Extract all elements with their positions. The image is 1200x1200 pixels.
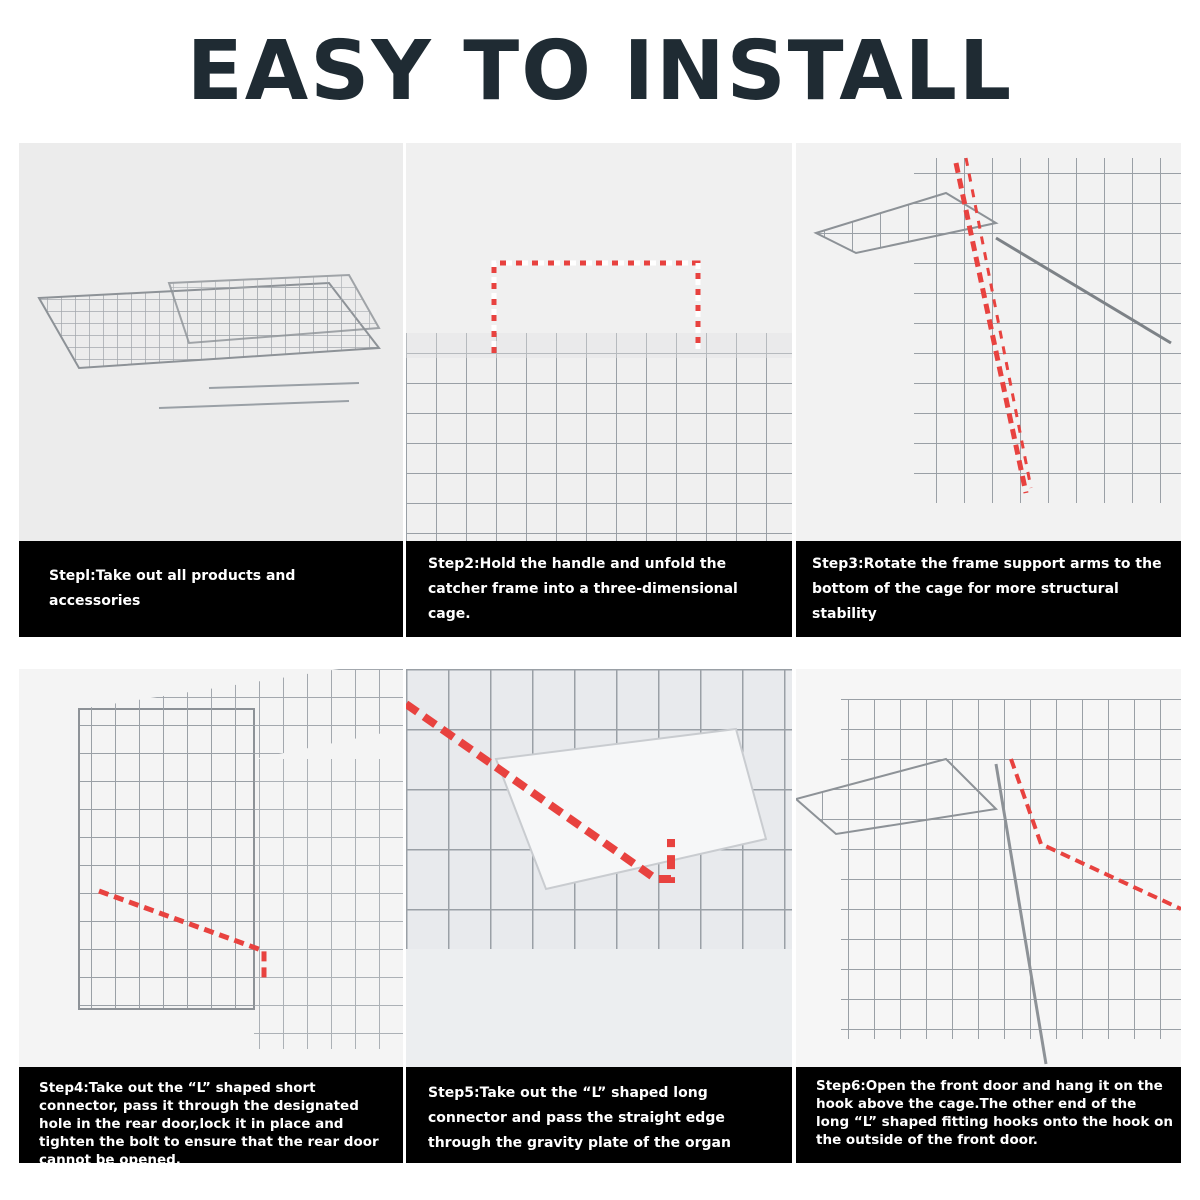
step2-caption: Step2:Hold the handle and unfold the cat… <box>406 541 792 637</box>
front-door-hook-photo <box>796 699 1181 1065</box>
step1-text: Stepl:Take out all products and accessor… <box>49 568 296 609</box>
step3-text: Step3:Rotate the frame support arms to t… <box>812 555 1162 622</box>
support-arm-photo <box>813 157 1181 503</box>
step5-text: Step5:Take out the “L” shaped long conne… <box>428 1085 731 1151</box>
step2-text: Step2:Hold the handle and unfold the cat… <box>428 555 738 622</box>
folded-cage-photo <box>37 273 381 409</box>
step4-photo <box>19 669 403 1067</box>
step4-text: Step4:Take out the “L” shaped short conn… <box>39 1080 379 1168</box>
step3-photo <box>796 143 1181 541</box>
long-connector-photo <box>406 669 792 1067</box>
step6-photo <box>796 669 1181 1067</box>
step5-caption: Step5:Take out the “L” shaped long conne… <box>406 1067 792 1163</box>
short-connector-photo <box>78 669 403 1049</box>
step4-caption: Step4:Take out the “L” shaped short conn… <box>19 1067 403 1168</box>
step3-caption: Step3:Rotate the frame support arms to t… <box>796 541 1181 637</box>
handle-photo <box>406 260 792 541</box>
step6-caption: Step6:Open the front door and hang it on… <box>796 1067 1181 1163</box>
step6-text: Step6:Open the front door and hang it on… <box>816 1078 1173 1148</box>
step1-caption: Stepl:Take out all products and accessor… <box>19 541 403 637</box>
step5-photo <box>406 669 792 1067</box>
page-title: EASY TO INSTALL <box>186 24 1014 119</box>
step2-photo <box>406 143 792 541</box>
step1-photo <box>19 143 403 541</box>
